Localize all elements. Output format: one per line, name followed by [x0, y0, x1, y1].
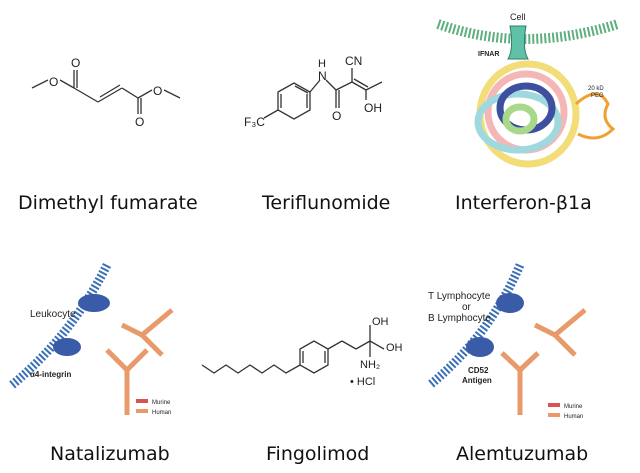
alemtuzumab-diagram: T Lymphocyte or B Lymphocyte CD52 Antige… [427, 263, 587, 420]
alem-antigen-label: Antigen [462, 376, 492, 385]
ifnar-receptor [507, 25, 529, 60]
ifn-cell-label: Cell [510, 12, 526, 22]
antibody-alem-2 [500, 351, 540, 415]
dmf-oxygen-2: O [71, 56, 80, 70]
interferon-protein [474, 60, 580, 168]
nat-integrin-label: α4-integrin [30, 370, 71, 379]
ifn-peg-label: 20 kD [588, 86, 604, 92]
caption-natalizumab: Natalizumab [50, 443, 170, 465]
cell-membrane [436, 19, 620, 44]
dmf-oxygen-3: O [135, 115, 144, 129]
natalizumab-diagram: Leukocyte α4-integrin Murine Human [9, 262, 174, 416]
caption-dimethyl-fumarate: Dimethyl fumarate [18, 192, 198, 214]
ifn-peg-label-2: PEG [591, 93, 604, 99]
antibody-alem-1 [533, 308, 587, 357]
nat-leukocyte-label: Leukocyte [30, 309, 76, 320]
fingolimod-structure: OH OH NH₂ • HCl [201, 316, 403, 388]
cd52-upper [496, 293, 524, 313]
teri-cn: CN [345, 54, 362, 68]
interferon-structure: Cell IFNAR 20 kD PEG [436, 12, 620, 168]
alem-cd52-label: CD52 [468, 366, 489, 375]
teri-oh: OH [364, 101, 382, 115]
peg-chain [574, 92, 616, 140]
cd52-lower [466, 337, 494, 357]
antibody-1 [120, 308, 174, 357]
teriflunomide-structure: H N CN O OH F₃C [244, 54, 383, 129]
alem-t-label: T Lymphocyte [428, 291, 491, 302]
integrin-lower [53, 338, 81, 356]
ifn-receptor-label: IFNAR [478, 51, 499, 58]
alem-human-swatch [548, 413, 560, 417]
fingo-hcl: • HCl [350, 376, 375, 388]
teri-n: N [318, 69, 327, 83]
alem-murine-swatch [548, 403, 560, 407]
fingo-nh2: NH₂ [360, 359, 380, 371]
caption-interferon: Interferon-β1a [455, 192, 592, 214]
dmf-oxygen-4: O [153, 84, 162, 98]
human-legend-swatch [136, 409, 148, 413]
teri-cf3: F₃C [244, 115, 265, 129]
lymphocyte-membrane [427, 263, 525, 389]
alem-murine-label: Murine [564, 404, 583, 410]
caption-alemtuzumab: Alemtuzumab [456, 443, 589, 465]
nat-murine-label: Murine [152, 400, 171, 406]
leukocyte-membrane [9, 262, 112, 389]
fingo-oh-2: OH [386, 342, 403, 354]
teri-o: O [332, 109, 341, 123]
teri-h: H [318, 58, 326, 70]
caption-fingolimod: Fingolimod [266, 443, 370, 465]
dmf-oxygen-1: O [49, 75, 58, 89]
alem-b-label: B Lymphocyte [428, 313, 491, 324]
caption-teriflunomide: Teriflunomide [262, 192, 391, 214]
integrin-upper [78, 294, 110, 312]
dimethyl-fumarate-structure: O O O O [31, 56, 181, 129]
alem-human-label: Human [564, 414, 583, 420]
alem-or-label: or [462, 302, 472, 313]
fingo-oh-1: OH [372, 316, 389, 328]
nat-human-label: Human [152, 410, 171, 416]
murine-legend-swatch [136, 399, 148, 403]
antibody-2 [105, 348, 149, 415]
